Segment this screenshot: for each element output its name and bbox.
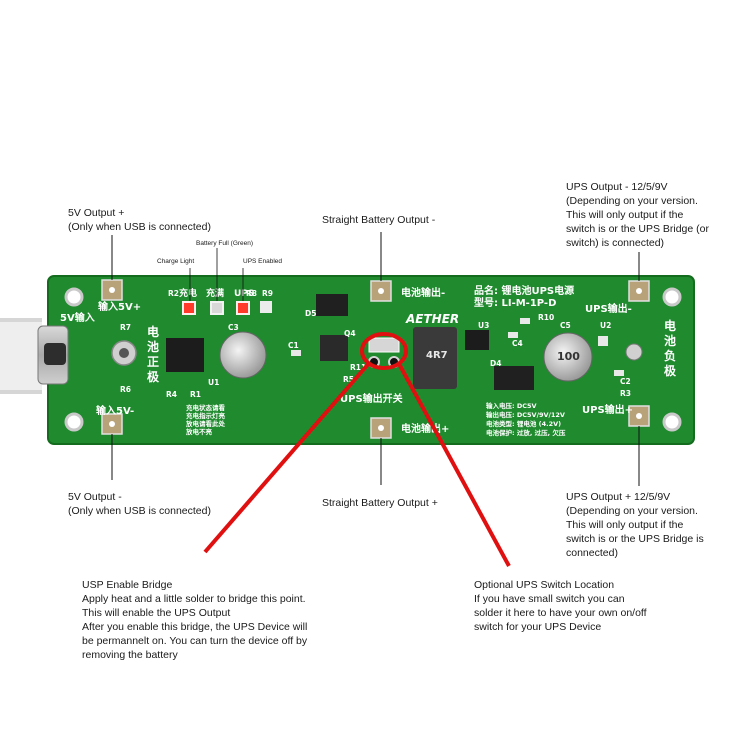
label-5v-output-minus: 5V Output - (Only when USB is connected) — [68, 491, 211, 517]
silk-ref-d4: D4 — [490, 359, 501, 368]
label-ups-output-plus: UPS Output + 12/5/9V (Depending on your … — [566, 491, 704, 559]
bridge-pad — [368, 337, 400, 353]
status-leds — [182, 301, 272, 315]
silk-ref-r6: R6 — [120, 385, 131, 394]
silk-inductor-marking: 4R7 — [426, 350, 448, 361]
silk-ref-r1: R1 — [190, 390, 201, 399]
silk-ref-r7: R7 — [120, 323, 131, 332]
silk-battery-out-minus: 电池输出- — [401, 286, 445, 299]
label-ups-enabled: UPS Enabled — [243, 258, 283, 265]
label-ups-output-minus: UPS Output - 12/5/9V (Depending on your … — [566, 181, 709, 249]
silk-note-line: 充电指示灯亮 — [186, 411, 226, 420]
silk-ref-u2: U2 — [600, 321, 611, 330]
silk-led-label: 充电 — [179, 287, 197, 299]
silk-battery-positive: 电 — [147, 324, 159, 339]
silk-battery-positive: 正 — [147, 355, 159, 369]
silk-ups-switch: UPS输出开关 — [340, 392, 403, 405]
silk-ref-c2: C2 — [620, 377, 631, 386]
silk-5v-in-plus: 输入5V+ — [98, 300, 141, 313]
silk-ref-r5: R5 — [343, 375, 354, 384]
silk-spec-line: 电池类型: 锂电池 (4.2V) — [486, 419, 561, 428]
red-annotations — [203, 332, 511, 567]
silk-ups-out-plus: UPS输出+ — [582, 403, 633, 416]
silk-product-name: 品名: 锂电池UPS电源 — [474, 284, 574, 297]
silk-ref-r3: R3 — [620, 389, 631, 398]
led-callout-lines — [189, 248, 244, 301]
silk-ref-r9: R9 — [262, 289, 273, 298]
diode-d5 — [316, 294, 348, 316]
inductor — [413, 327, 457, 389]
silk-note-line: 放电请看此处 — [185, 419, 226, 428]
silk-ref-r10: R10 — [538, 313, 554, 322]
silk-note-line: 放电不亮 — [185, 427, 213, 436]
label-charge-light: Charge Light — [157, 258, 195, 265]
silk-ref-r8: R8 — [246, 289, 257, 298]
silk-ref-u1: U1 — [208, 378, 219, 387]
label-enable-bridge: USP Enable Bridge Apply heat and a littl… — [82, 579, 308, 661]
capacitor-c5 — [543, 332, 593, 382]
usb-c-cable — [0, 318, 69, 394]
label-5v-output-plus: 5V Output + (Only when USB is connected) — [68, 207, 211, 233]
silk-battery-negative: 池 — [664, 333, 676, 348]
mounting-holes — [64, 287, 682, 432]
silk-ref-q4: Q4 — [344, 329, 356, 338]
silk-ref-c3: C3 — [228, 323, 239, 332]
silk-ref-c5: C5 — [560, 321, 571, 330]
silk-model: 型号: LI-M-1P-D — [474, 296, 556, 309]
silk-battery-out-plus: 电池输出+ — [401, 422, 449, 435]
silk-ref-d5: D5 — [305, 309, 316, 318]
silk-ref-c1: C1 — [288, 341, 299, 350]
silk-led-label: 充满 — [206, 287, 224, 299]
label-battery-output-minus: Straight Battery Output - — [322, 214, 436, 226]
mosfet-q4 — [320, 335, 348, 361]
silk-5v-in: 5V输入 — [60, 311, 95, 324]
label-battery-output-plus: Straight Battery Output + — [322, 497, 438, 509]
silk-led-label: UPS — [234, 289, 254, 299]
silk-battery-negative: 极 — [664, 363, 677, 378]
silk-spec-line: 电池保护: 过放, 过压, 欠压 — [486, 428, 566, 437]
label-switch-location: Optional UPS Switch Location If you have… — [474, 579, 647, 633]
chip-u3 — [465, 330, 489, 350]
silk-ups-out-minus: UPS输出- — [585, 302, 632, 315]
silk-ref-c4: C4 — [512, 339, 523, 348]
silk-battery-positive: 池 — [147, 339, 159, 354]
chip-u1 — [166, 338, 204, 372]
silk-battery-negative: 负 — [664, 348, 676, 363]
capacitor-c3 — [219, 331, 267, 379]
silk-spec-line: 输入电压: DC5V — [486, 401, 537, 410]
chip-d4 — [494, 366, 534, 390]
silk-note-line: 充电状态请看 — [186, 403, 226, 412]
silk-ref-r11: R11 — [350, 363, 366, 372]
silk-battery-positive: 极 — [147, 369, 160, 384]
silkscreen: 输入5V+ 5V输入 输入5V- 电池输出- 电池输出+ UPS输出- UPS输… — [60, 284, 677, 437]
silk-ref-r2: R2 — [168, 289, 179, 298]
silk-capacitor-marking: 100 — [557, 350, 580, 363]
silk-spec-line: 输出电压: DC5V/9V/12V — [486, 410, 565, 419]
silk-ref-r4: R4 — [166, 390, 177, 399]
silk-brand: AETHER — [405, 312, 459, 326]
label-battery-full: Battery Full (Green) — [196, 240, 254, 247]
silk-5v-in-minus: 输入5V- — [96, 404, 134, 417]
callout-lines — [111, 232, 640, 486]
silk-battery-negative: 电 — [664, 318, 676, 333]
silk-ref-u3: U3 — [478, 321, 489, 330]
